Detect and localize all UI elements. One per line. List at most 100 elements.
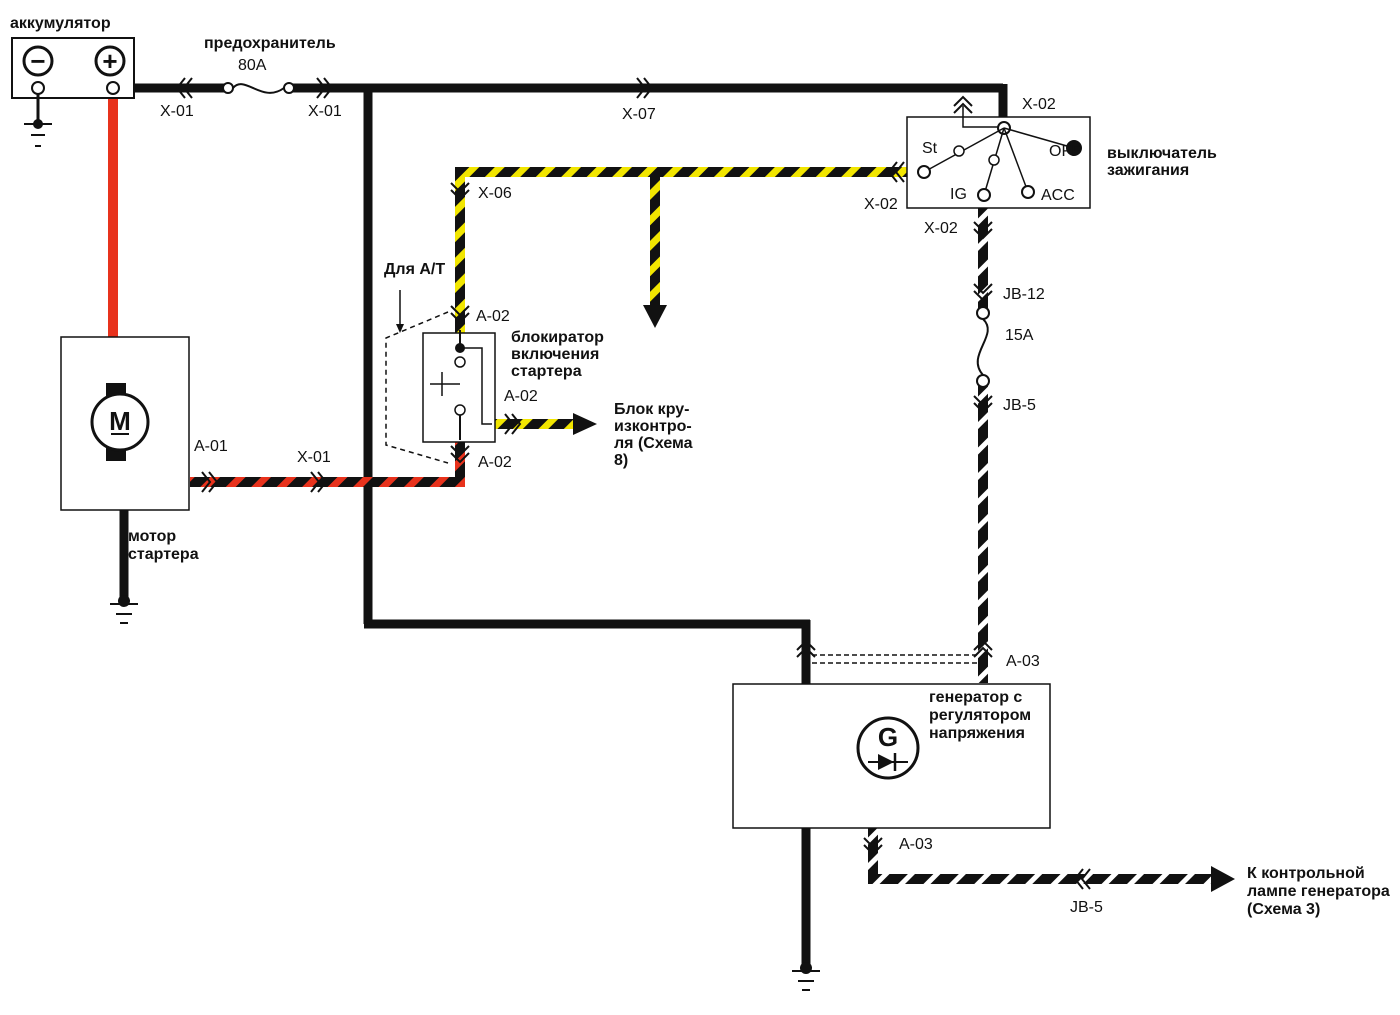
switch-pos-off: OFF bbox=[1049, 143, 1081, 160]
fuse-main-title: предохранитель bbox=[204, 35, 336, 52]
cruise-ref-line-2: изконтро- bbox=[614, 418, 692, 435]
connector-jb12-icon bbox=[973, 283, 993, 302]
starter-lock-relay-icon bbox=[430, 372, 460, 396]
switch-pos-ig: IG bbox=[950, 186, 967, 203]
connector-x02-top: X-02 bbox=[1022, 96, 1056, 113]
generator-ground-icon bbox=[792, 962, 820, 991]
starter-lock-dashed-outline bbox=[385, 311, 449, 464]
connector-x01-c: X-01 bbox=[297, 449, 331, 466]
connector-a03-top-icon bbox=[973, 639, 993, 658]
battery-pos-pin bbox=[106, 81, 120, 95]
fuse-main-right-pin bbox=[283, 82, 295, 94]
connector-jb5-bottom: JB-5 bbox=[1070, 899, 1103, 916]
generator-label-1: генератор с bbox=[929, 689, 1022, 706]
ignition-switch-title-1: выключатель bbox=[1107, 145, 1217, 162]
wire-starter-signal-vertical bbox=[455, 440, 465, 487]
fuse-ignition-bottom-pin bbox=[976, 374, 990, 388]
connector-x01-a: X-01 bbox=[160, 103, 194, 120]
connector-a02-right: A-02 bbox=[504, 388, 538, 405]
starter-lock-label-3: стартера bbox=[511, 363, 582, 380]
starter-motor-symbol: M bbox=[109, 406, 131, 436]
starter-lock-pin-mid bbox=[454, 356, 466, 368]
fuse-ignition-icon bbox=[976, 318, 989, 376]
wire-start-vertical bbox=[455, 167, 465, 335]
switch-ig-pin bbox=[977, 188, 991, 202]
generator-label-2: регулятором bbox=[929, 707, 1031, 724]
connector-jb5-top-icon bbox=[973, 395, 993, 414]
connector-a03-top: A-03 bbox=[1006, 653, 1040, 670]
switch-acc-pin bbox=[1021, 185, 1035, 199]
lamp-ref-line-2: лампе генератора bbox=[1247, 883, 1390, 900]
starter-motor-label-2: стартера bbox=[128, 546, 199, 563]
battery-neg-pin bbox=[31, 81, 45, 95]
generator-label-3: напряжения bbox=[929, 725, 1025, 742]
fuse-main-rating: 80A bbox=[238, 57, 267, 74]
starter-lock-pin-low bbox=[454, 404, 466, 416]
switch-st-pin bbox=[917, 165, 931, 179]
switch-off-pin bbox=[1066, 140, 1082, 156]
starter-lock-note: Для А/Т bbox=[384, 261, 445, 278]
cruise-ref-line-4: 8) bbox=[614, 452, 628, 469]
cruise-ref-line-1: Блок кру- bbox=[614, 401, 689, 418]
connector-jb12: JB-12 bbox=[1003, 286, 1045, 303]
connector-a03-bottom: A-03 bbox=[899, 836, 933, 853]
switch-mid-pin-2 bbox=[988, 154, 1000, 166]
connector-a02-top: A-02 bbox=[476, 308, 510, 325]
connector-x07-icon bbox=[636, 77, 654, 99]
connector-a02-bottom-icon bbox=[450, 445, 470, 464]
connector-a02-right-icon bbox=[504, 413, 522, 435]
connector-a02-bottom: A-02 bbox=[478, 454, 512, 471]
wire-starter-signal-horizontal bbox=[190, 477, 465, 487]
connector-x06: X-06 bbox=[478, 185, 512, 202]
wire-start-branch-down bbox=[650, 172, 660, 307]
arrow-cruise bbox=[573, 413, 597, 435]
connector-a03-bottom-icon bbox=[863, 837, 883, 856]
ignition-switch-title-2: зажигания bbox=[1107, 162, 1189, 179]
fuse-ignition-top-pin bbox=[976, 306, 990, 320]
switch-mid-pin-1 bbox=[953, 145, 965, 157]
wire-lamp-horizontal bbox=[868, 874, 1213, 884]
starter-lock-label-1: блокиратор bbox=[511, 329, 604, 346]
generator-symbol: G bbox=[878, 722, 898, 752]
battery-pos-symbol: + bbox=[102, 46, 117, 76]
battery-neg-symbol: − bbox=[30, 46, 45, 76]
fuse-ignition-rating: 15A bbox=[1005, 327, 1034, 344]
connector-x01-b: X-01 bbox=[308, 103, 342, 120]
cruise-ref-line-3: ля (Схема bbox=[614, 435, 693, 452]
battery-ground-icon bbox=[24, 123, 52, 147]
connector-x02-left: X-02 bbox=[864, 196, 898, 213]
connector-jb5-bottom-icon bbox=[1073, 868, 1091, 890]
fuse-main-left-pin bbox=[222, 82, 234, 94]
battery-neg-terminal bbox=[22, 45, 54, 77]
battery-pos-terminal bbox=[94, 45, 126, 77]
starter-lock-note-arrowhead bbox=[396, 324, 404, 333]
connector-x07: X-07 bbox=[622, 106, 656, 123]
wire-ignition-bottom bbox=[978, 383, 988, 683]
fuse-main-icon bbox=[232, 83, 285, 94]
wire-start-horizontal bbox=[455, 167, 917, 177]
starter-lock-cruise-line bbox=[460, 347, 492, 425]
connector-x01-c-icon bbox=[310, 471, 328, 493]
wire-cruise-out bbox=[490, 419, 575, 429]
connector-x02-bottom-icon bbox=[973, 221, 993, 240]
connector-jb5-top: JB-5 bbox=[1003, 397, 1036, 414]
connector-x01-b-icon bbox=[316, 77, 334, 99]
lamp-ref-line-1: К контрольной bbox=[1247, 865, 1365, 882]
connector-x01-a-icon bbox=[175, 77, 193, 99]
starter-motor-icon bbox=[90, 392, 150, 452]
switch-input-line bbox=[962, 106, 1003, 128]
wire-ignition-top bbox=[978, 200, 988, 310]
switch-pos-st: St bbox=[922, 140, 938, 157]
arrow-start-branch bbox=[643, 305, 667, 328]
connector-x02-top-icon bbox=[953, 95, 973, 114]
lamp-ref-line-3: (Схема 3) bbox=[1247, 901, 1320, 918]
starter-lock-label-2: включения bbox=[511, 346, 599, 363]
starter-ground-icon bbox=[110, 595, 138, 624]
connector-a01: A-01 bbox=[194, 438, 228, 455]
switch-pos-acc: ACC bbox=[1041, 187, 1075, 204]
connector-x02-left-icon bbox=[887, 161, 905, 183]
connector-x06-icon bbox=[450, 182, 470, 201]
generator-diode-icon bbox=[868, 753, 908, 771]
arrow-lamp bbox=[1211, 866, 1235, 892]
